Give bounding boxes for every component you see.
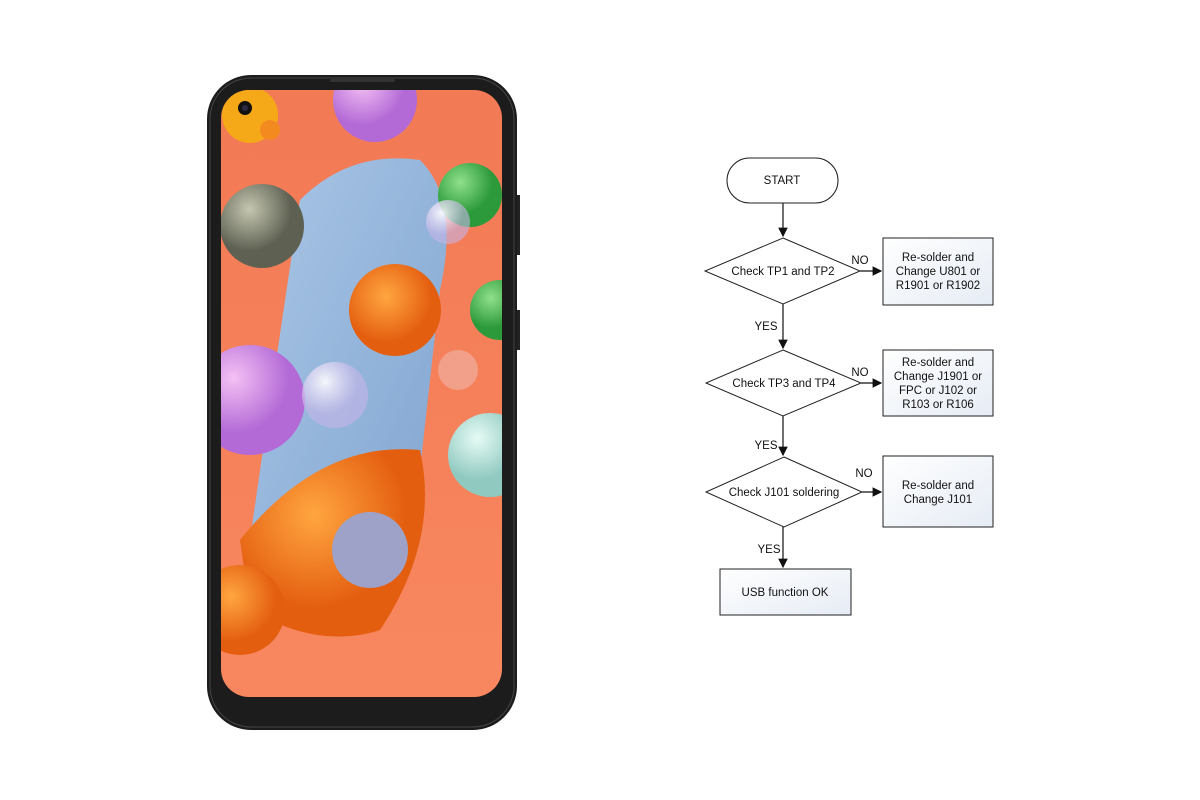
earpiece (330, 79, 395, 82)
flowchart-text: Check TP3 and TP4 (732, 378, 836, 390)
flowchart-text: NO (855, 468, 872, 480)
flowchart-text: Change J101 (904, 494, 972, 506)
flowchart-text: Check J101 soldering (729, 487, 840, 499)
decision-1: Check TP1 and TP2 NO YES Re-solder and C… (703, 237, 994, 333)
flowchart-text: Change J1901 or (894, 371, 982, 383)
wallpaper (221, 90, 502, 697)
decision-2: Check TP3 and TP4 NO YES Re-solder and C… (704, 349, 994, 452)
flowchart-text: FPC or J102 or (899, 385, 977, 397)
flowchart-text: R103 or R106 (902, 399, 974, 411)
flowchart-text: Re-solder and (902, 357, 974, 369)
flowchart-text: YES (754, 321, 777, 333)
decision-3: Check J101 soldering NO YES Re-solder an… (704, 455, 994, 556)
flowchart-text: Check TP1 and TP2 (731, 266, 834, 278)
flowchart-text: YES (757, 544, 780, 556)
flowchart-text: USB function OK (742, 587, 829, 599)
flowchart-text: NO (851, 367, 868, 379)
flowchart-text: NO (851, 255, 868, 267)
flowchart-text: Change U801 or (896, 266, 981, 278)
start-terminal: START (726, 157, 839, 204)
power-button (516, 310, 520, 350)
flowchart-text: Re-solder and (902, 480, 974, 492)
flowchart-text: YES (754, 440, 777, 452)
end-box: USB function OK (719, 568, 852, 616)
volume-button (516, 195, 520, 255)
flowchart-text: R1901 or R1902 (896, 280, 980, 292)
start-label: START (764, 175, 801, 187)
flowchart-text: Re-solder and (902, 252, 974, 264)
